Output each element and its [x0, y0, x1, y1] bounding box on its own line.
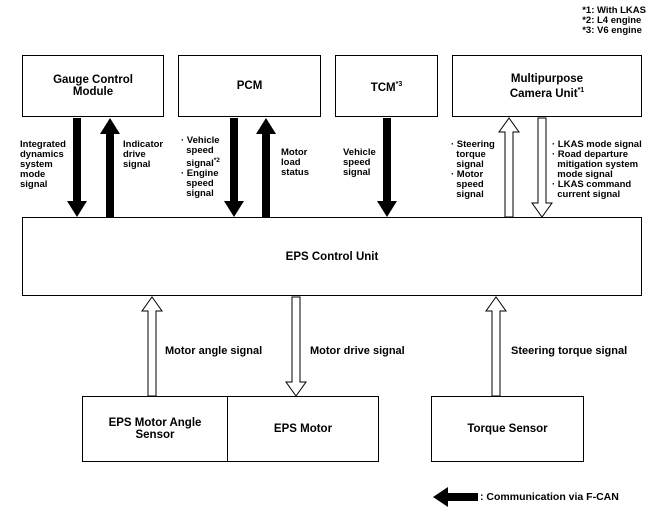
arrow-motor-drive — [285, 296, 307, 397]
footnotes: *1: With LKAS *2: L4 engine *3: V6 engin… — [582, 6, 646, 36]
footnote-1: *1: With LKAS — [582, 5, 646, 16]
arrow-pcm-vehicle-speed — [224, 118, 244, 217]
road-departure-label: · Road departure mitigation system mode … — [552, 149, 639, 180]
eps-motor-label: EPS Motor — [273, 423, 333, 435]
arrow-camera-down — [531, 117, 553, 218]
vehicle-speed-footnote-ref: *2 — [213, 157, 220, 164]
arrow-integrated-dynamics — [67, 118, 87, 217]
pcm-label: PCM — [236, 80, 263, 92]
arrow-steering-torque — [485, 296, 507, 397]
multipurpose-camera-unit-label: Multipurpose Camera Unit*1 — [509, 72, 585, 100]
label-pcm-speed-signals: · Vehicle speed signal*2 · Engine speed … — [181, 135, 220, 200]
footnote-3: *3: V6 engine — [582, 25, 642, 36]
cam-motor-speed-label: · Motor speed signal — [451, 169, 484, 200]
tcm-label: TCM*3 — [370, 80, 403, 94]
camera-footnote-ref: *1 — [577, 86, 585, 94]
legend-text: : Communication via F-CAN — [480, 491, 619, 503]
eps-control-unit-label: EPS Control Unit — [285, 250, 379, 263]
label-steering-torque: Steering torque signal — [511, 345, 628, 357]
label-motor-drive: Motor drive signal — [310, 345, 405, 357]
gauge-control-module-box: Gauge Control Module — [22, 55, 164, 117]
gauge-control-module-label: Gauge Control Module — [53, 74, 133, 98]
label-motor-load: Motor load status — [281, 147, 309, 178]
arrow-motor-load — [256, 118, 276, 217]
tcm-box: TCM*3 — [335, 55, 438, 117]
footnote-2: *2: L4 engine — [582, 15, 642, 26]
multipurpose-camera-unit-box: Multipurpose Camera Unit*1 — [452, 55, 642, 117]
tcm-footnote-ref: *3 — [395, 80, 403, 88]
engine-speed-label: · Engine speed signal — [181, 168, 219, 200]
arrow-motor-angle — [141, 296, 163, 397]
label-tcm-vehicle-speed: Vehicle speed signal — [343, 147, 376, 178]
eps-motor-angle-sensor-label: EPS Motor Angle Sensor — [108, 417, 202, 441]
lkas-command-label: · LKAS command current signal — [552, 179, 632, 200]
label-eps-to-camera: · LKAS mode signal · Road departure miti… — [552, 139, 642, 200]
label-indicator-drive: Indicator drive signal — [123, 139, 164, 170]
label-motor-angle: Motor angle signal — [165, 345, 263, 357]
eps-control-unit-box: EPS Control Unit — [22, 217, 642, 296]
pcm-box: PCM — [178, 55, 321, 117]
arrow-indicator-drive — [100, 118, 120, 217]
eps-motor-box: EPS Motor — [227, 396, 379, 462]
arrow-camera-up — [498, 117, 520, 218]
label-camera-to-eps: · Steering torque signal · Motor speed s… — [451, 139, 495, 200]
legend-arrow — [433, 487, 478, 507]
arrow-tcm-vehicle-speed — [377, 118, 397, 217]
torque-sensor-box: Torque Sensor — [431, 396, 584, 462]
label-integrated-dynamics: Integrated dynamics system mode signal — [20, 139, 66, 190]
torque-sensor-label: Torque Sensor — [467, 423, 548, 435]
